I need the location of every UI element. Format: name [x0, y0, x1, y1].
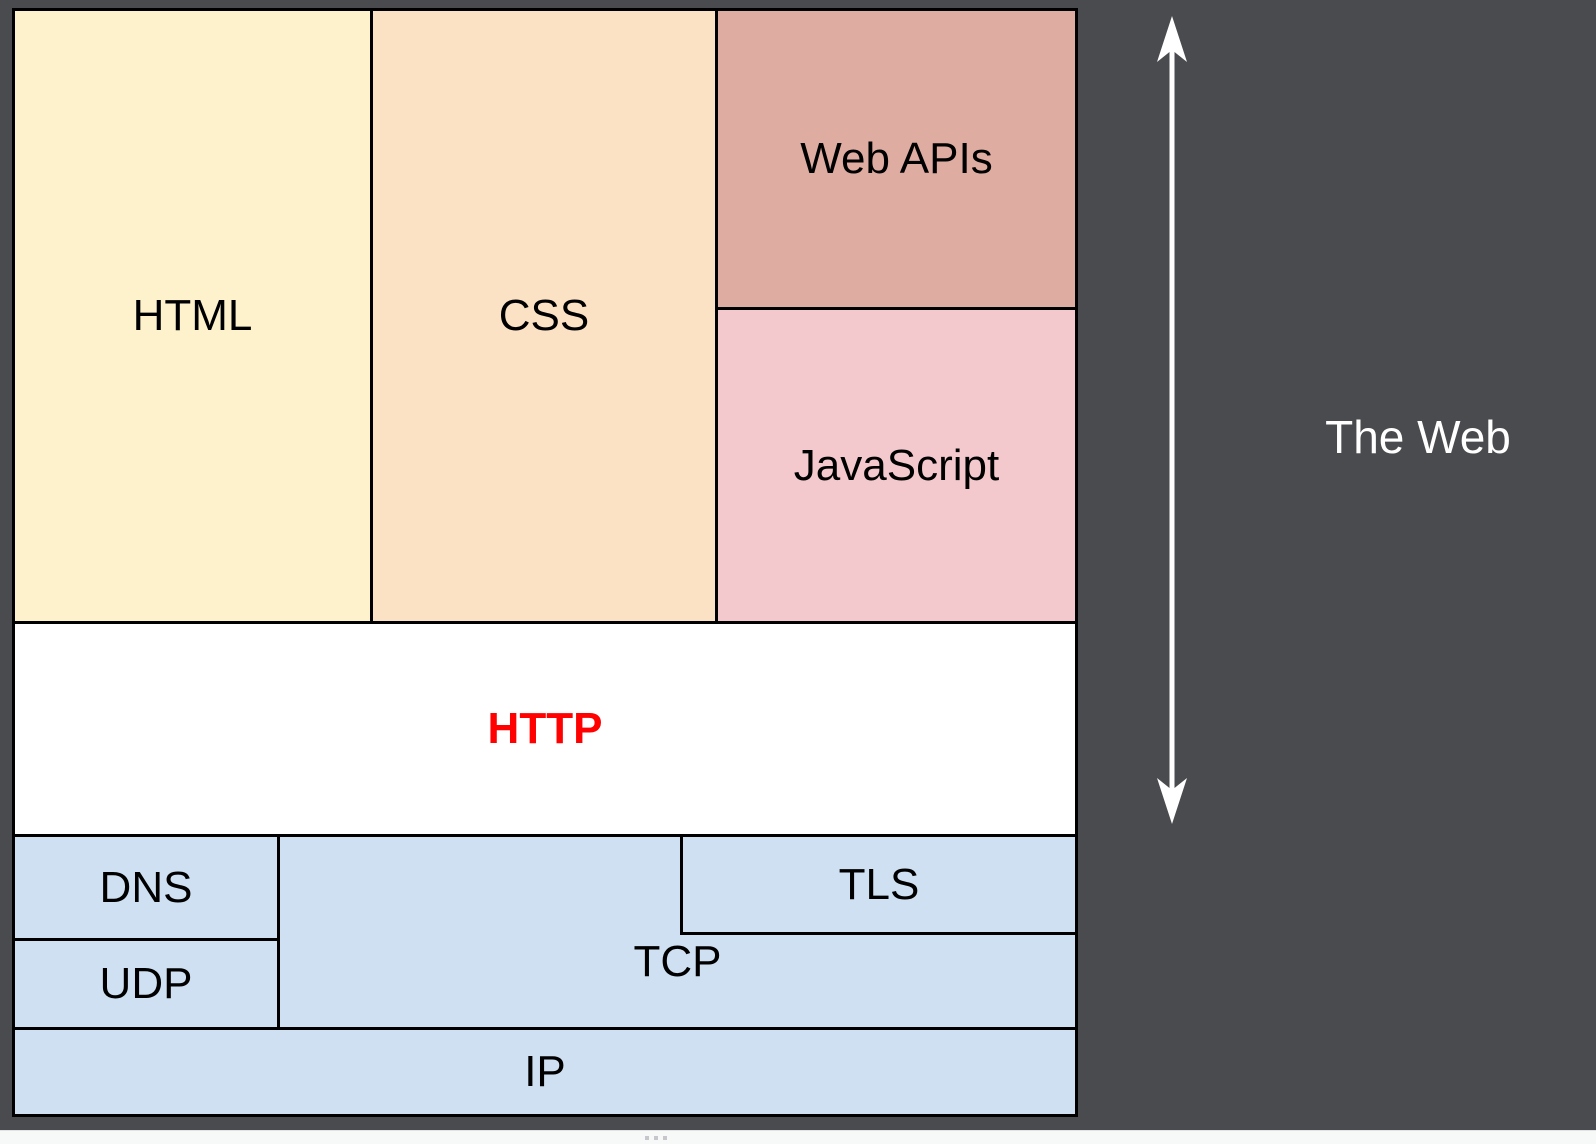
dot [663, 1136, 667, 1140]
html-label: HTML [132, 291, 253, 340]
ip-label: IP [524, 1047, 566, 1096]
http-block: HTTP [12, 621, 1078, 837]
javascript-block: JavaScript [715, 307, 1078, 624]
javascript-label: JavaScript [793, 440, 1000, 490]
dot [654, 1136, 658, 1140]
dns-block: DNS [12, 834, 280, 941]
dot [645, 1136, 649, 1140]
css-block: CSS [370, 8, 718, 624]
canvas-edge-strip [0, 1130, 1596, 1144]
tls-block: TLS [680, 834, 1078, 935]
ip-block: IP [12, 1027, 1078, 1117]
css-label: CSS [498, 291, 590, 340]
web-apis-label: Web APIs [800, 134, 993, 183]
overflow-dots-icon [645, 1136, 667, 1140]
double-arrow-icon [1157, 16, 1187, 824]
the-web-label: The Web [1325, 411, 1511, 463]
udp-block: UDP [12, 938, 280, 1030]
udp-label: UDP [99, 959, 193, 1008]
dns-label: DNS [99, 862, 193, 912]
web-apis-block: Web APIs [715, 8, 1078, 310]
tls-label: TLS [838, 859, 920, 909]
tcp-label: TCP [633, 937, 722, 986]
html-block: HTML [12, 8, 373, 624]
http-label: HTTP [487, 704, 603, 753]
